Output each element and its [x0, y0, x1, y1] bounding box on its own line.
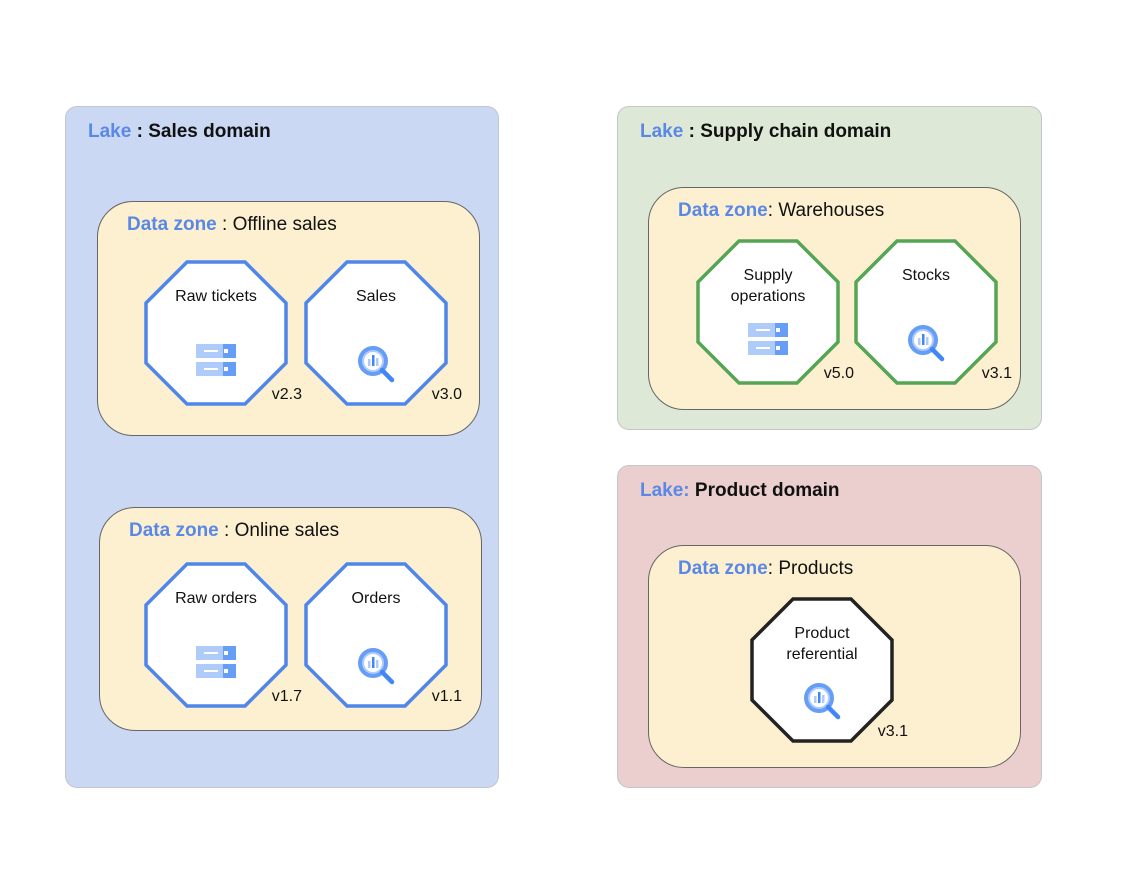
product-version: v2.3: [271, 386, 302, 403]
product-version: v3.1: [877, 723, 908, 740]
zone-separator: :: [218, 520, 235, 541]
product-version: v5.0: [823, 365, 854, 382]
product-label: Orders: [351, 590, 401, 607]
octagon-shape: [144, 562, 288, 708]
bigquery-icon: [802, 681, 842, 721]
data-product-raw-tickets[interactable]: Raw tickets v2.3: [144, 260, 302, 406]
product-label: Stocks: [901, 267, 950, 284]
lake-title: Lake : Sales domain: [88, 121, 271, 143]
zone-separator: :: [767, 200, 779, 221]
data-product-supply-operations[interactable]: Supply operations v5.0: [696, 239, 854, 385]
lake-prefix: Lake: [88, 121, 132, 142]
product-version: v1.1: [431, 688, 462, 705]
data-product-product-referential[interactable]: Product referential v3.1: [750, 597, 908, 743]
product-version: v1.7: [271, 688, 302, 705]
zone-title: Data zone : Offline sales: [127, 214, 337, 236]
product-label: Raw tickets: [175, 288, 257, 305]
lake-separator: :: [683, 121, 701, 142]
zone-prefix: Data zone: [127, 214, 217, 235]
lake-title: Lake : Supply chain domain: [640, 121, 891, 143]
lake-prefix: Lake: [640, 121, 684, 142]
zone-title: Data zone: Warehouses: [678, 200, 884, 222]
data-product-orders[interactable]: Orders v1.1: [304, 562, 462, 708]
storage-icon: [196, 642, 236, 682]
zone-prefix: Data zone: [129, 520, 219, 541]
bigquery-icon: [906, 323, 946, 363]
product-version: v3.1: [981, 365, 1012, 382]
zone-separator: :: [767, 558, 779, 579]
lake-name: Sales domain: [148, 121, 271, 142]
product-version: v3.0: [431, 386, 462, 403]
data-product-stocks[interactable]: Stocks v3.1: [854, 239, 1012, 385]
zone-prefix: Data zone: [678, 200, 768, 221]
zone-name: Offline sales: [232, 214, 337, 235]
zone-name: Warehouses: [778, 200, 885, 221]
bigquery-icon: [356, 646, 396, 686]
octagon-shape: [304, 260, 448, 406]
lake-separator: :: [131, 121, 149, 142]
storage-icon: [748, 319, 788, 359]
bigquery-icon: [356, 344, 396, 384]
lake-name: Product domain: [694, 480, 840, 501]
lake-name: Supply chain domain: [700, 121, 892, 142]
zone-separator: :: [216, 214, 233, 235]
product-label: Supply operations: [730, 267, 806, 305]
zone-title: Data zone : Online sales: [129, 520, 339, 542]
product-label: Product referential: [786, 625, 858, 663]
octagon-shape: [696, 239, 840, 385]
zone-name: Products: [778, 558, 854, 579]
zone-title: Data zone: Products: [678, 558, 853, 580]
octagon-shape: [304, 562, 448, 708]
zone-prefix: Data zone: [678, 558, 768, 579]
octagon-shape: [144, 260, 288, 406]
octagon-shape: [750, 597, 894, 743]
octagon-shape: [854, 239, 998, 385]
product-label: Raw orders: [175, 590, 257, 607]
data-product-sales[interactable]: Sales v3.0: [304, 260, 462, 406]
product-label: Sales: [355, 288, 397, 305]
lake-prefix: Lake:: [640, 480, 690, 501]
lake-title: Lake: Product domain: [640, 480, 840, 502]
zone-name: Online sales: [234, 520, 340, 541]
storage-icon: [196, 340, 236, 380]
data-product-raw-orders[interactable]: Raw orders v1.7: [144, 562, 302, 708]
